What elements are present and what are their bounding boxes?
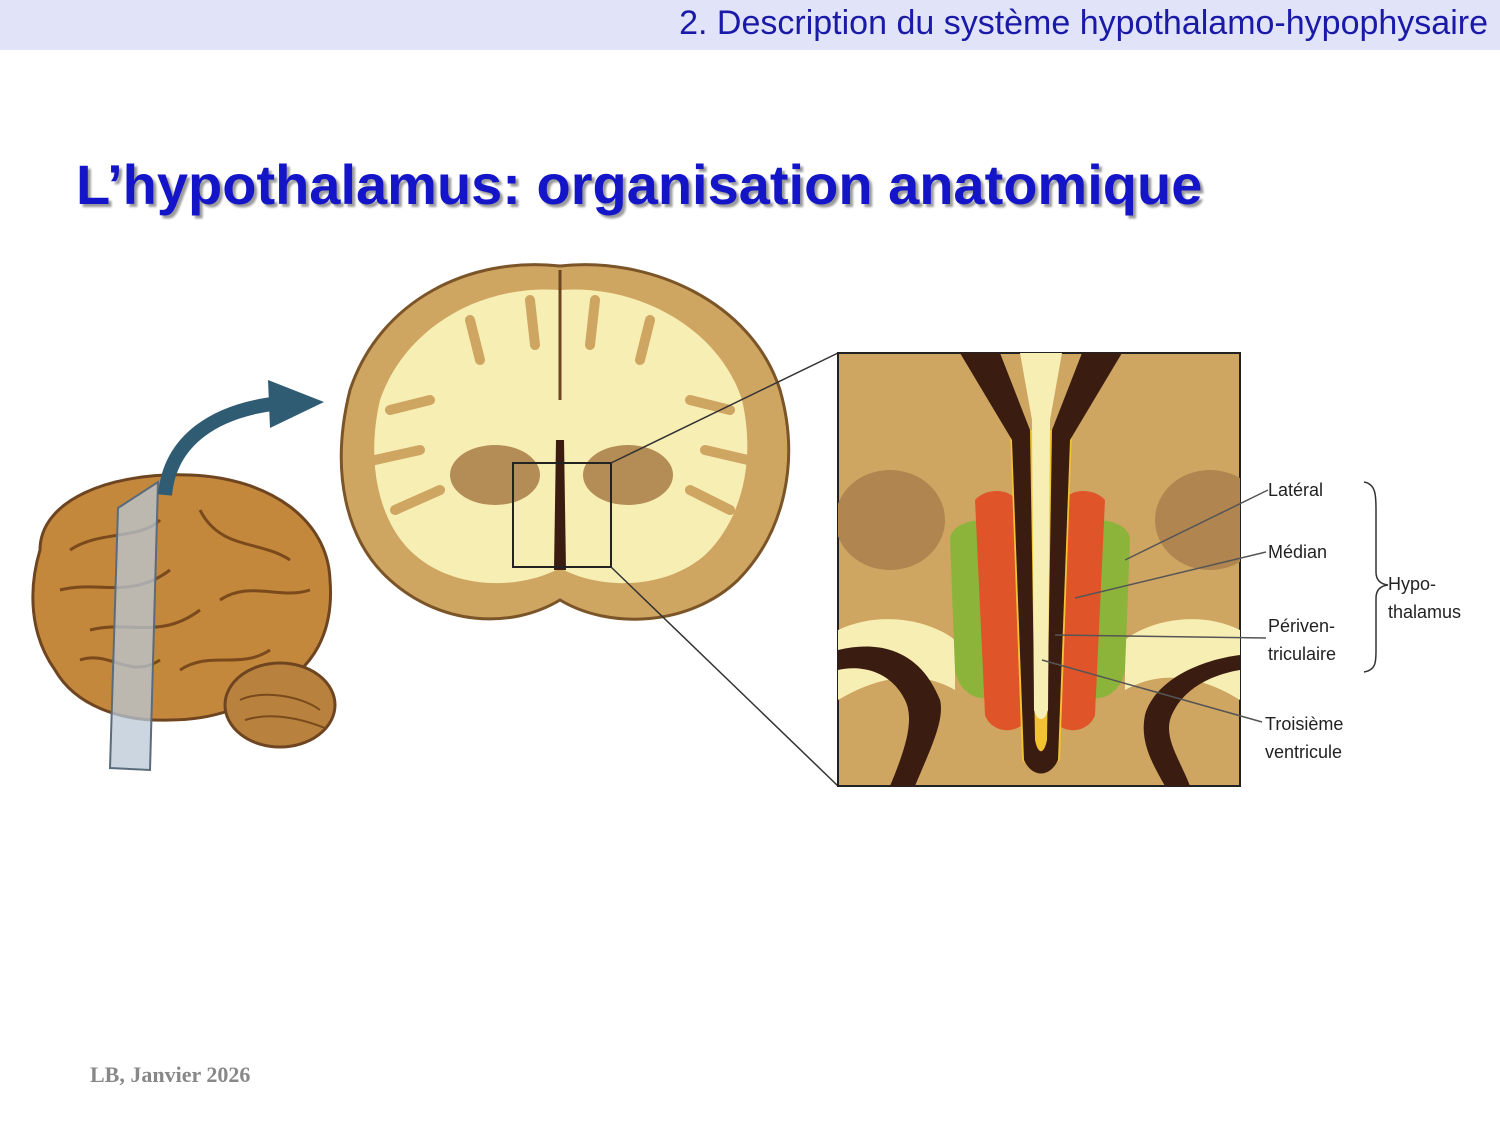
zoom-line-top: [610, 352, 839, 464]
label-hypothalamus-line1: Hypo-: [1388, 574, 1436, 594]
whole-brain-image: [31, 473, 337, 772]
curved-arrow: [158, 380, 324, 496]
header-band: 2. Description du système hypothalamo-hy…: [0, 0, 1500, 50]
label-third-ventricle-line2: ventricule: [1265, 742, 1342, 762]
zoom-box: [512, 462, 612, 568]
slide-title: L’hypothalamus: organisation anatomique: [76, 153, 1203, 216]
zoom-line-bottom: [610, 566, 839, 787]
label-periventricular-line1: Périven-: [1268, 616, 1335, 636]
cerebellum: [223, 661, 337, 749]
label-periventricular-line2: triculaire: [1268, 644, 1336, 664]
footer-credit: LB, Janvier 2026: [90, 1062, 251, 1087]
median-zone-left: [975, 491, 1022, 731]
median-zone-right: [1058, 491, 1105, 731]
leader-lines: [1041, 489, 1269, 723]
hypothalamus-zoom-image: [837, 352, 1241, 787]
label-hypothalamus-line2: thalamus: [1388, 602, 1461, 622]
ventricle-slit: [554, 440, 566, 570]
section-header: 2. Description du système hypothalamo-hy…: [679, 4, 1488, 42]
section-plane: [108, 480, 160, 772]
label-third-ventricle-line1: Troisième: [1265, 714, 1343, 734]
third-ventricle-lumen: [1020, 353, 1062, 719]
hypothalamus-brace: [1363, 481, 1389, 673]
label-lateral: Latéral: [1268, 480, 1323, 500]
right-basal-ganglia: [583, 445, 673, 505]
hypothalamus-figure: Latéral Médian Périven- triculaire Trois…: [0, 250, 1500, 840]
coronal-section-image: [339, 263, 791, 621]
anatomy-illustration: Latéral Médian Périven- triculaire Trois…: [31, 263, 1461, 787]
label-median: Médian: [1268, 542, 1327, 562]
left-basal-ganglia: [450, 445, 540, 505]
